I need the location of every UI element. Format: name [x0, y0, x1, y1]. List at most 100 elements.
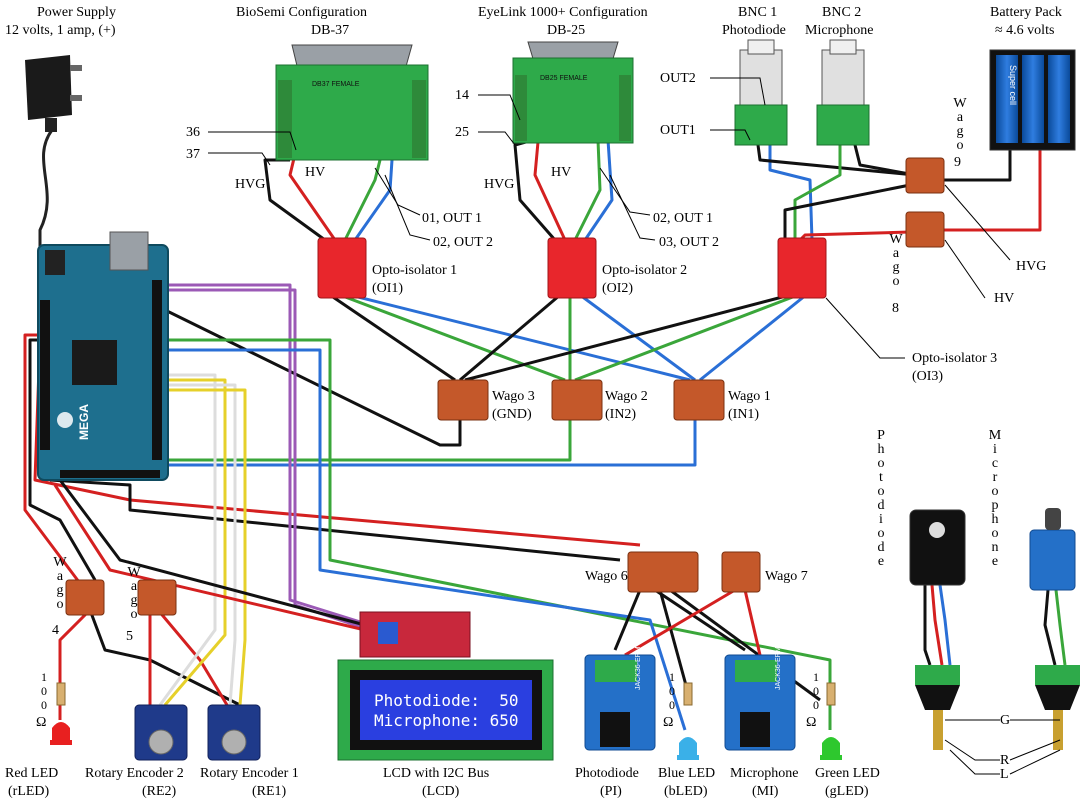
wire-lcd-red [53, 484, 366, 632]
db25-chip-label: DB25 FEMALE [540, 75, 588, 82]
microphone-jack-board: JACK36-ERM [724, 646, 796, 751]
wago6-label: Wago 6 [585, 569, 628, 584]
wire-wago6-mi [654, 588, 746, 652]
wire-wago1-arduino [65, 420, 697, 467]
wago5-word: Wago [126, 565, 141, 621]
wago-3 [437, 379, 489, 421]
re1-label: Rotary Encoder 1 [200, 766, 299, 781]
biosemi-title: BioSemi Configuration [236, 5, 367, 20]
wire-oi3-gnd [464, 293, 791, 382]
wago8-num: 8 [892, 301, 899, 316]
pin36-label: 36 [186, 125, 200, 140]
opto-isolator-1 [317, 237, 367, 299]
eyelink-db25-board: DB25 FEMALE [512, 41, 634, 144]
wire-blue-led [160, 348, 687, 731]
wago-7 [721, 551, 761, 593]
photodiode-sensor [909, 509, 966, 586]
opto-isolator-2 [547, 237, 597, 299]
green-led-abbr: (gLED) [825, 784, 869, 799]
wire-eyelink-hvg [513, 138, 557, 241]
wire-wago3-arduino [164, 308, 462, 447]
wire-wago6-bled [658, 589, 692, 701]
out2-label: OUT2 [660, 71, 696, 86]
wago2-label: Wago 2 [605, 389, 648, 404]
bnc2-connector [816, 39, 870, 146]
hv-oi3: HV [994, 291, 1014, 306]
lcd-label: LCD with I2C Bus [383, 766, 489, 781]
photodiode-label: Photodiode [575, 766, 639, 781]
wago-2 [551, 379, 603, 421]
wire-wago4-re [88, 609, 241, 707]
biosemi-db37-board: DB37 FEMALE [275, 44, 429, 161]
wago-9 [905, 157, 945, 194]
eyelink-connector: DB-25 [547, 23, 585, 38]
power-supply-spec: 12 volts, 1 amp, (+) [5, 23, 116, 38]
battery-title: Battery Pack [990, 5, 1062, 20]
bled-ohm: Ω [663, 715, 673, 730]
lcd-line-2: Microphone: 650 [374, 711, 519, 730]
wire-re-yellow1 [160, 378, 227, 706]
lcd-line-1: Photodiode: 50 [374, 691, 519, 710]
blue-led-label: Blue LED [658, 766, 715, 781]
bnc2-title: BNC 2 [822, 5, 861, 20]
re2-label: Rotary Encoder 2 [85, 766, 184, 781]
red-led [50, 682, 72, 745]
wire-oi2-gnd [459, 293, 561, 382]
oi1-label: Opto-isolator 1 [372, 263, 457, 278]
wire-biosemi-hv [288, 149, 337, 241]
wire-oi3-in2 [574, 293, 799, 382]
wago7-label: Wago 7 [765, 569, 808, 584]
hvg-biosemi: HVG [235, 177, 265, 192]
oi1-abbr: (OI1) [372, 281, 403, 296]
wire-wago9-oi3 [783, 183, 911, 240]
wago9-num: 9 [954, 155, 961, 170]
photodiode-jack-board: JACK36-ERM [584, 646, 656, 751]
wire-bnc2-black [853, 144, 916, 177]
eyelink-title: EyeLink 1000+ Configuration [478, 5, 648, 20]
wire-lcd-data [58, 479, 366, 627]
wire-wago7-mi [743, 589, 762, 656]
hvg-oi3: HVG [1016, 259, 1046, 274]
wire-arduino-red-rail [23, 333, 87, 591]
audio-jack-adapters [915, 665, 1080, 750]
hvg-eyelink: HVG [484, 177, 514, 192]
wago9-word: Wago [952, 96, 967, 152]
oi2-abbr: (OI2) [602, 281, 633, 296]
wago-8 [905, 211, 945, 248]
oi3-abbr: (OI3) [912, 369, 943, 384]
wire-battery-black [940, 150, 1012, 182]
eyelink-out1: 02, OUT 1 [653, 211, 713, 226]
wire-oi3-in1 [699, 293, 807, 382]
wire-pd-red [930, 584, 944, 666]
wire-re-yellow2 [160, 388, 247, 706]
db37-chip-label: DB37 FEMALE [312, 81, 360, 88]
wire-oi2-in1 [579, 293, 696, 382]
rotary-encoder-2 [134, 704, 188, 761]
wago-4 [65, 579, 105, 616]
green-led [820, 682, 842, 760]
supercell-label: Super cell [1008, 65, 1018, 105]
wire-wago5-re1 [156, 609, 232, 711]
leader-lines [208, 77, 1061, 775]
wire-wago7-pi [624, 588, 736, 657]
wire-mic-green [1054, 589, 1067, 666]
wire-wago6-pi [613, 589, 642, 651]
microphone-abbr: (MI) [752, 784, 779, 799]
gled-ohm: Ω [806, 715, 816, 730]
pin14-label: 14 [455, 88, 469, 103]
battery-pack: Super cell [989, 49, 1076, 151]
bnc1-connector [734, 39, 788, 146]
rled-resistor: 100 [37, 670, 51, 712]
wire-bnc1-blue [768, 145, 814, 241]
re2-abbr: (RE2) [142, 784, 177, 799]
gled-resistor: 100 [809, 670, 823, 712]
eyelink-out2: 03, OUT 2 [659, 235, 719, 250]
wire-pd-blue [938, 584, 952, 666]
microphone-vertical: Microphone [988, 428, 1003, 568]
wire-oi1-gnd [329, 293, 456, 382]
bnc2-subtitle: Microphone [805, 23, 873, 38]
wago5-num: 5 [126, 629, 133, 644]
wire-bnc2-green [793, 145, 842, 240]
wire-biosemi-out1 [343, 159, 382, 241]
